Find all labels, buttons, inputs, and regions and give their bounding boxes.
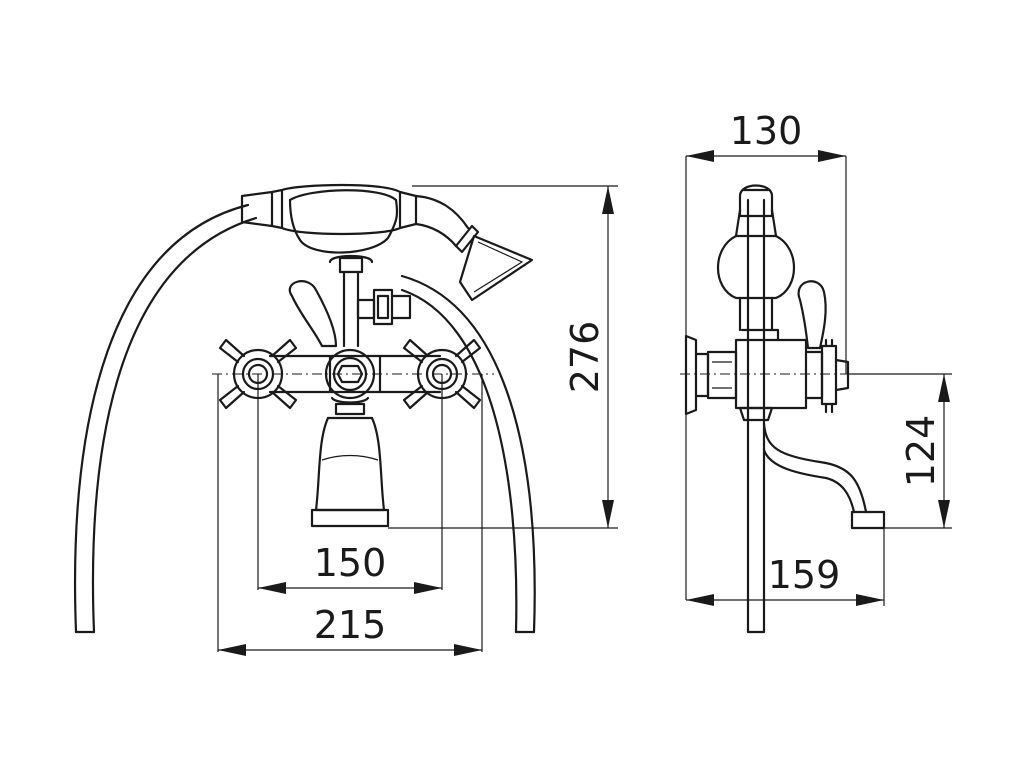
dim-124-label: 124 [899, 415, 943, 488]
hose-pipe [746, 198, 766, 634]
dim-150-label: 150 [314, 541, 387, 585]
diverter-lever [288, 280, 338, 348]
spout-body [310, 396, 390, 528]
mixer-body [268, 354, 442, 394]
side-lever [797, 280, 827, 350]
dim-276-label: 276 [563, 321, 607, 394]
handset [240, 183, 534, 302]
side-view [680, 150, 952, 634]
shower-hose [73, 203, 536, 634]
dim-130-label: 130 [730, 109, 803, 153]
wall-flange [684, 334, 698, 416]
dim-215-label: 215 [314, 603, 387, 647]
spout-side [762, 422, 868, 514]
dim-159-label: 159 [768, 553, 841, 597]
hose-connector [356, 288, 412, 326]
front-view [73, 183, 618, 656]
